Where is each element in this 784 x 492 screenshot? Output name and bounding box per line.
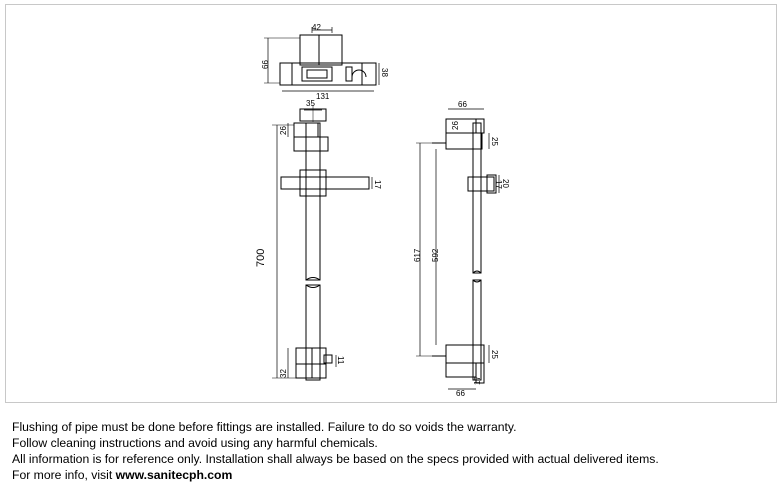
dim-side-height-inner: 592 [431, 248, 440, 262]
dim-side-depth-bottom: 66 [456, 389, 465, 398]
dim-side-bottom-bracket: 25 [490, 350, 499, 359]
dim-side-base: 17 [473, 376, 482, 385]
note-more-info-prefix: For more info, visit [12, 468, 116, 482]
dim-side-slider-outer: 20 [501, 179, 510, 188]
dim-front-pin: 11 [336, 356, 345, 365]
dim-side-height-outer: 617 [413, 248, 422, 262]
dim-side-slider-inner: 17 [494, 180, 503, 189]
technical-drawing: 42 66 38 131 35 26 17 700 [5, 4, 777, 403]
dim-top-width: 42 [312, 23, 321, 32]
note-reference: All information is for reference only. I… [12, 452, 659, 466]
dim-front-bracket: 26 [279, 126, 288, 135]
note-more-info: For more info, visit www.sanitecph.com [12, 467, 776, 483]
dim-side-bracket-thickness: 25 [490, 137, 499, 146]
dim-front-slider: 17 [373, 180, 382, 189]
note-flushing: Flushing of pipe must be done before fit… [12, 420, 517, 434]
dim-side-depth-top: 66 [458, 100, 467, 109]
front-view: 35 26 17 700 32 11 [255, 99, 382, 381]
website-link[interactable]: www.sanitecph.com [115, 468, 233, 482]
dim-front-bottom: 32 [279, 369, 288, 378]
dim-top-overall-width: 131 [316, 92, 330, 101]
dim-top-height: 66 [261, 60, 270, 69]
dim-front-rail: 35 [306, 99, 315, 108]
dim-front-overall: 700 [255, 249, 267, 267]
note-cleaning: Follow cleaning instructions and avoid u… [12, 436, 378, 450]
dim-top-depth: 38 [380, 68, 389, 77]
notes-block: Flushing of pipe must be done before fit… [12, 419, 776, 483]
side-view: 66 26 25 17 20 617 592 66 25 17 [413, 100, 510, 398]
top-view: 42 66 38 131 [261, 23, 389, 101]
dim-side-bracket-height: 26 [451, 121, 460, 130]
